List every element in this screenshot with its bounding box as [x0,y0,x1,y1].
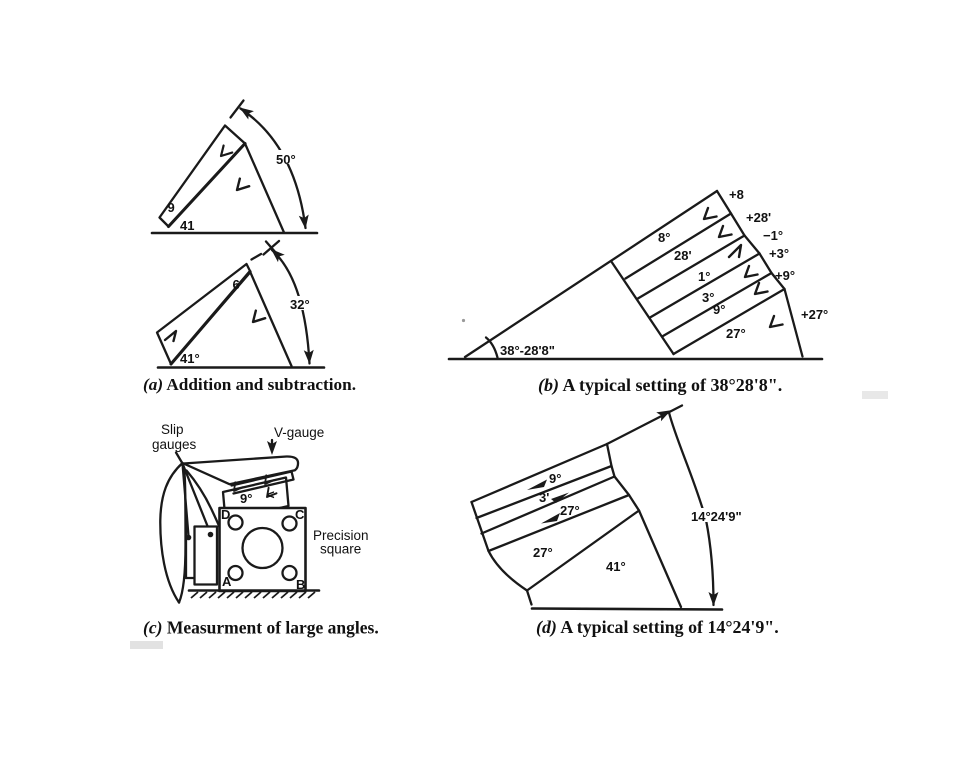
svg-text:41°: 41° [180,351,200,366]
svg-text:(b) A typical setting of 38°28: (b) A typical setting of 38°28'8". [538,375,782,396]
svg-text:A: A [222,574,232,589]
svg-text:(d) A typical setting of 14°24: (d) A typical setting of 14°24'9". [536,617,779,638]
svg-text:C: C [295,507,305,522]
svg-text:1°: 1° [698,269,710,284]
svg-text:+9°: +9° [775,268,795,283]
svg-text:3°: 3° [702,290,714,305]
svg-text:27°: 27° [533,545,553,560]
svg-text:38°-28'8": 38°-28'8" [500,343,555,358]
svg-text:9°: 9° [240,491,252,506]
svg-text:D: D [221,507,230,522]
svg-text:14°24'9": 14°24'9" [691,509,742,524]
svg-text:+27°: +27° [801,307,828,322]
svg-text:32°: 32° [290,297,310,312]
svg-text:<: < [267,487,275,502]
svg-text:41: 41 [180,218,194,233]
svg-text:square: square [320,542,361,557]
svg-text:+8: +8 [729,187,744,202]
svg-text:V-gauge: V-gauge [274,425,324,440]
svg-text:(c) Measurment of large angles: (c) Measurment of large angles. [143,618,379,638]
svg-text:50°: 50° [276,152,296,167]
svg-text:28': 28' [674,248,692,263]
svg-text:9°: 9° [713,302,725,317]
svg-text:41°: 41° [606,559,626,574]
svg-text:(a) Addition and subtraction.: (a) Addition and subtraction. [143,375,356,394]
svg-text:B: B [296,577,305,592]
svg-text:27°: 27° [560,503,580,518]
svg-text:+28': +28' [746,210,771,225]
svg-text:Slip: Slip [161,422,184,437]
svg-text:3': 3' [539,490,549,505]
svg-text:−1°: −1° [763,228,783,243]
svg-text:gauges: gauges [152,437,197,452]
svg-text:6: 6 [233,277,240,292]
svg-text:27°: 27° [726,326,746,341]
svg-text:9: 9 [168,200,175,215]
svg-text:+3°: +3° [769,246,789,261]
svg-text:9°: 9° [549,471,561,486]
svg-text:8°: 8° [658,230,670,245]
svg-text:Precision: Precision [313,528,369,543]
